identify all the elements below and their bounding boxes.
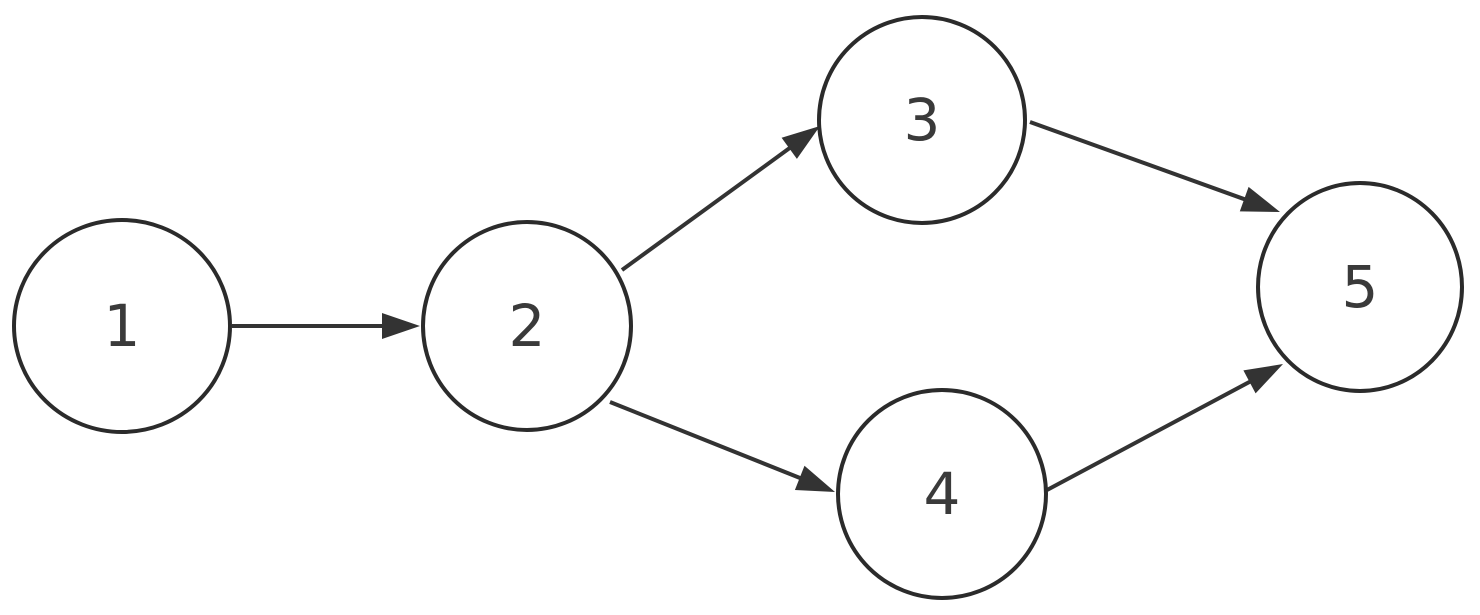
edge-line (1046, 379, 1253, 492)
edge-line (609, 400, 803, 481)
node-label: 4 (924, 460, 961, 528)
node-1: 1 (12, 218, 232, 434)
node-5: 5 (1256, 181, 1464, 393)
edge-1-to-2 (232, 313, 420, 339)
node-circle (421, 220, 633, 432)
edge-line (1029, 120, 1247, 202)
edges-layer (232, 120, 1283, 492)
node-3: 3 (817, 15, 1027, 225)
edge-line (620, 145, 793, 272)
edge-2-to-4 (609, 400, 835, 492)
edge-3-to-5 (1029, 120, 1280, 212)
arrowhead-icon (1239, 186, 1280, 212)
edge-2-to-3 (620, 126, 820, 272)
node-label: 3 (904, 86, 941, 154)
node-circle (817, 15, 1027, 225)
node-circle (836, 388, 1048, 600)
arrowhead-icon (1243, 364, 1283, 394)
node-label: 5 (1342, 253, 1379, 321)
edge-4-to-5 (1046, 364, 1283, 492)
arrowhead-icon (781, 126, 820, 159)
node-circle (12, 218, 232, 434)
nodes-layer: 1 2 3 4 5 (12, 15, 1464, 600)
node-label: 1 (104, 292, 141, 360)
arrowhead-icon (382, 313, 420, 339)
node-4: 4 (836, 388, 1048, 600)
node-circle (1256, 181, 1464, 393)
arrowhead-icon (794, 465, 835, 492)
node-2: 2 (421, 220, 633, 432)
node-label: 2 (509, 292, 546, 360)
